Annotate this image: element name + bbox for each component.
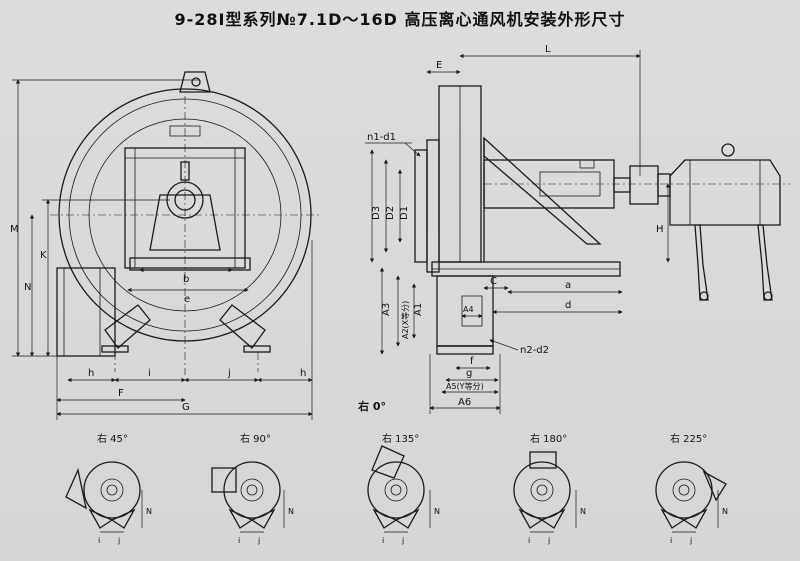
dim-i: i [148, 368, 151, 379]
variant-label-90: 右 90° [240, 432, 271, 445]
dim-D1: D1 [399, 206, 410, 220]
variant-dim-i-45: i [98, 536, 100, 545]
dim-e: e [184, 294, 190, 305]
dim-d: d [565, 300, 571, 311]
dim-D3: D3 [371, 206, 382, 220]
side-view: E L n1-d1 D3 D2 D1 H C a [357, 44, 790, 414]
variant-dim-n-45: N [146, 507, 152, 516]
dim-A1: A1 [413, 303, 424, 316]
dim-A4: A4 [463, 305, 474, 314]
dim-A6: A6 [458, 397, 471, 408]
dim-D2: D2 [385, 206, 396, 220]
variant-dim-j-90: j [257, 536, 260, 545]
variant-right-180: 右 180° i j N [513, 432, 586, 545]
page-title: 9-28Ⅰ型系列№7.1D～16D 高压离心通风机安装外形尺寸 [174, 10, 626, 29]
dim-A2: A2(X等分) [400, 301, 410, 339]
dim-H: H [656, 224, 664, 235]
variant-label-225: 右 225° [670, 432, 707, 445]
label-n1-d1: n1-d1 [367, 132, 396, 143]
variant-dim-i-180: i [528, 536, 530, 545]
front-view: M K N b e h i j h F [10, 71, 320, 420]
label-n2-d2: n2-d2 [520, 345, 549, 356]
variant-dim-n-180: N [580, 507, 586, 516]
dim-A5: A5(Y等分) [446, 381, 484, 391]
label-right-0: 右 0° [357, 399, 386, 413]
variant-dim-j-135: j [401, 536, 404, 545]
variant-right-225: 右 225° i j N [655, 432, 728, 545]
variant-label-135: 右 135° [382, 432, 419, 445]
variant-label-180: 右 180° [530, 432, 567, 445]
dim-N: N [24, 282, 31, 293]
variant-right-90: 右 90° i j N [211, 432, 294, 545]
dim-a: a [565, 280, 571, 291]
variant-dim-j-180: j [547, 536, 550, 545]
dim-F: F [118, 388, 124, 399]
dim-M: M [10, 224, 19, 235]
dim-h-right: h [300, 368, 306, 379]
variant-dim-i-225: i [670, 536, 672, 545]
variant-label-45: 右 45° [97, 432, 128, 445]
dim-G: G [182, 402, 190, 413]
variant-dim-n-135: N [434, 507, 440, 516]
variant-dim-i-90: i [238, 536, 240, 545]
dim-j: j [227, 368, 231, 379]
dim-K: K [40, 250, 47, 261]
dim-L: L [545, 44, 551, 55]
variant-row: 右 45° i j N 右 90° [65, 432, 728, 545]
dim-f: f [470, 356, 474, 367]
dim-g: g [466, 368, 472, 379]
variant-dim-j-225: j [689, 536, 692, 545]
variant-right-45: 右 45° i j N [65, 432, 152, 545]
dim-E: E [436, 60, 442, 71]
dim-C: C [490, 276, 497, 287]
variant-right-135: 右 135° i j N [367, 432, 440, 545]
variant-dim-j-45: j [117, 536, 120, 545]
variant-dim-n-225: N [722, 507, 728, 516]
variant-dim-n-90: N [288, 507, 294, 516]
variant-dim-i-135: i [382, 536, 384, 545]
dim-b: b [183, 274, 189, 285]
dim-h-left: h [88, 368, 94, 379]
dim-A3: A3 [381, 303, 392, 316]
